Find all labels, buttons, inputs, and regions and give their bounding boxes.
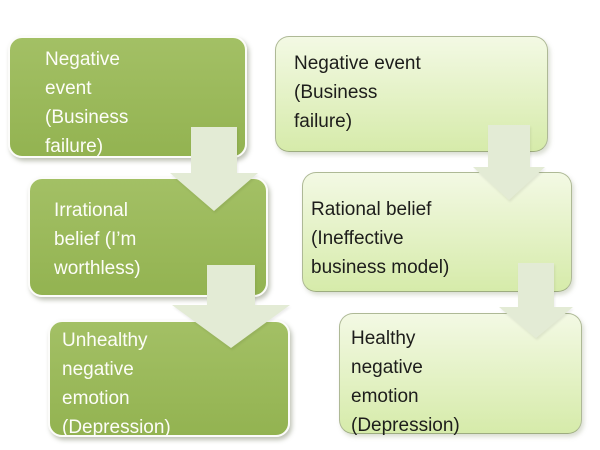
- arrow-head: [473, 167, 545, 200]
- down-arrow-icon: [170, 127, 258, 211]
- down-arrow-icon: [172, 265, 290, 348]
- arrow-head: [498, 307, 573, 338]
- arrow-stem: [191, 127, 237, 173]
- down-arrow-icon: [498, 263, 573, 338]
- box-negative-event-left: Negative event (Business failure): [8, 36, 247, 158]
- arrow-stem: [488, 125, 530, 167]
- arrow-head: [170, 173, 258, 211]
- box-negative-event-right: Negative event (Business failure): [275, 36, 548, 152]
- down-arrow-icon: [473, 125, 545, 200]
- arrow-head: [172, 305, 290, 348]
- arrow-stem: [207, 265, 255, 305]
- arrow-stem: [517, 263, 554, 307]
